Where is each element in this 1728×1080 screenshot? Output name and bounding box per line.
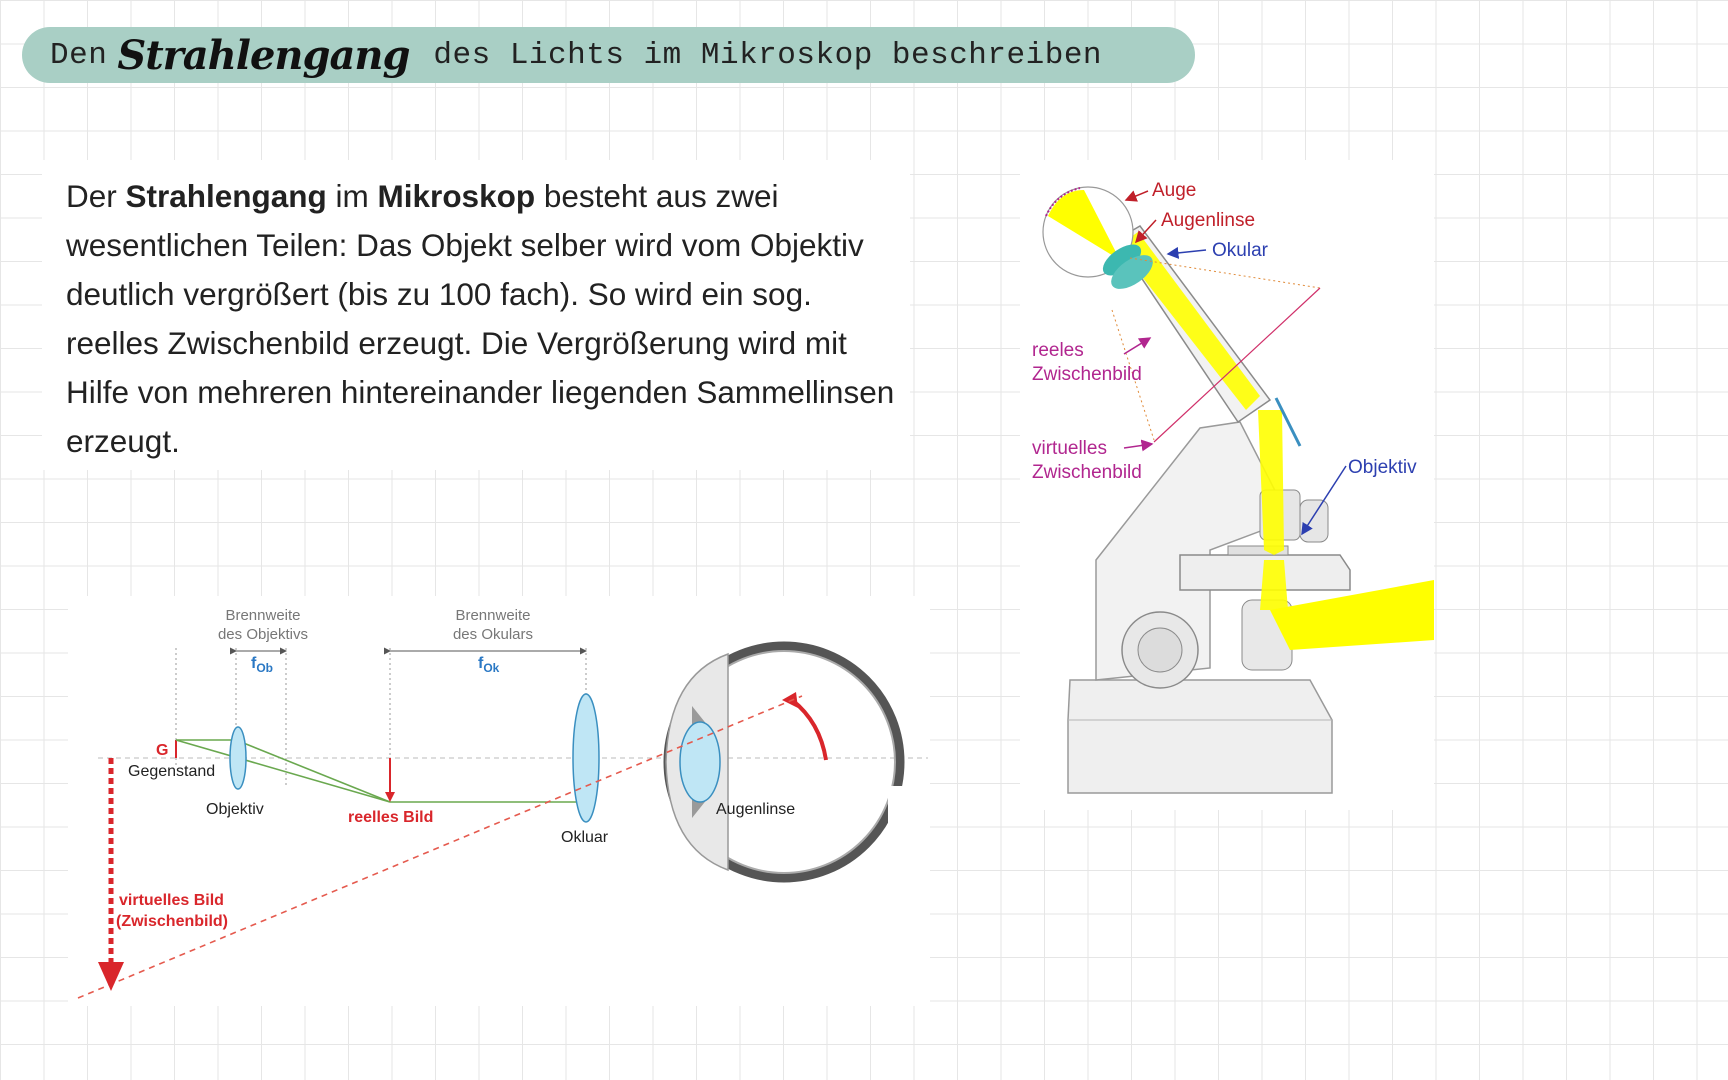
label-objektiv: Objektiv bbox=[206, 801, 264, 818]
label-okluar: Okluar bbox=[561, 829, 609, 846]
label-f-ob: fOb bbox=[251, 655, 273, 675]
label-gegenstand: Gegenstand bbox=[128, 763, 215, 780]
real-image-arrowhead bbox=[385, 792, 395, 802]
retina-image-arrowhead bbox=[782, 692, 798, 708]
arrow-objektiv bbox=[1301, 465, 1347, 536]
arrow-reeles bbox=[1123, 337, 1152, 355]
label-f-ok: fOk bbox=[478, 655, 500, 675]
intro-part: besteht aus zwei wesentlichen Teilen: Da… bbox=[66, 178, 895, 459]
title-highlight: Strahlengang bbox=[117, 31, 410, 79]
label-okular: Okular bbox=[1212, 240, 1269, 261]
arrow-okular bbox=[1166, 246, 1207, 259]
microscope-base bbox=[1067, 679, 1333, 794]
objective-lens bbox=[229, 726, 247, 790]
retina-image bbox=[790, 698, 828, 761]
label-reeles: reeles bbox=[1032, 340, 1084, 361]
label-brennweite-objektiv: Brennweite bbox=[225, 607, 300, 624]
label-zwischenbild: (Zwischenbild) bbox=[116, 913, 228, 930]
label-auge: Auge bbox=[1152, 180, 1196, 201]
label-objektiv: Objektiv bbox=[1348, 457, 1417, 478]
eye-lens bbox=[679, 721, 721, 803]
microscope-illustration: Auge Augenlinse Okular reeles Zwischenbi… bbox=[1020, 160, 1434, 810]
slide-holder bbox=[1227, 545, 1289, 556]
construction-line bbox=[1129, 257, 1321, 289]
label-augenlinse: Augenlinse bbox=[1161, 210, 1255, 231]
label-augenlinse: Augenlinse bbox=[716, 801, 795, 818]
label-reeles-zwischenbild: Zwischenbild bbox=[1032, 364, 1142, 385]
title-prefix: Den bbox=[50, 37, 108, 73]
label-virtuelles: virtuelles bbox=[1032, 438, 1107, 459]
ocular-lens bbox=[1102, 244, 1142, 276]
microscope-svg: Auge Augenlinse Okular reeles Zwischenbi… bbox=[1032, 180, 1434, 794]
eye-gap bbox=[888, 786, 902, 826]
label-virtuelles-zwischenbild: Zwischenbild bbox=[1032, 462, 1142, 483]
label-g: G bbox=[156, 742, 168, 759]
prism bbox=[1274, 397, 1302, 447]
light-beam-eye bbox=[1048, 190, 1120, 260]
intro-text: Der Strahlengang im Mikroskop besteht au… bbox=[66, 172, 906, 466]
intro-part: Der bbox=[66, 178, 126, 214]
label-reelles-bild: reelles Bild bbox=[348, 809, 433, 826]
ray bbox=[175, 739, 391, 803]
construction-line bbox=[77, 695, 803, 999]
label-brennweite-okular-2: des Okulars bbox=[453, 626, 533, 643]
intro-bold-strahlengang: Strahlengang bbox=[125, 178, 327, 214]
intro-part: im bbox=[326, 178, 378, 214]
virtual-image-line bbox=[1153, 287, 1321, 443]
intro-panel: Der Strahlengang im Mikroskop besteht au… bbox=[42, 160, 910, 470]
intro-bold-mikroskop: Mikroskop bbox=[377, 178, 536, 214]
eye-lens bbox=[1111, 255, 1153, 289]
title-suffix: des Lichts im Mikroskop beschreiben bbox=[433, 37, 1103, 73]
light-beam-tube bbox=[1118, 232, 1260, 410]
label-virtuelles-bild: virtuelles Bild bbox=[119, 892, 224, 909]
ray bbox=[235, 739, 391, 803]
retina bbox=[1045, 187, 1081, 217]
arrow-auge bbox=[1124, 190, 1149, 202]
label-brennweite-okular: Brennweite bbox=[455, 607, 530, 624]
label-brennweite-objektiv-2: des Objektivs bbox=[218, 626, 308, 643]
light-beam-condenser bbox=[1260, 560, 1288, 610]
ocular-lens bbox=[572, 693, 600, 823]
arrow-augenlinse bbox=[1134, 219, 1157, 244]
objective-tube bbox=[1299, 499, 1329, 543]
focus-knob-inner bbox=[1137, 627, 1183, 673]
ray-diagram-svg: Brennweite des Objektivs fOb Brennweite … bbox=[77, 607, 928, 999]
ray-diagram: Brennweite des Objektivs fOb Brennweite … bbox=[68, 596, 930, 1006]
title-banner: Den Strahlengang des Lichts im Mikroskop… bbox=[22, 27, 1195, 83]
arrow-virtuelles bbox=[1123, 439, 1154, 452]
light-beam-lamp bbox=[1270, 580, 1434, 650]
virtual-image-arrowhead bbox=[98, 962, 124, 991]
light-beam-vertical bbox=[1258, 410, 1284, 555]
